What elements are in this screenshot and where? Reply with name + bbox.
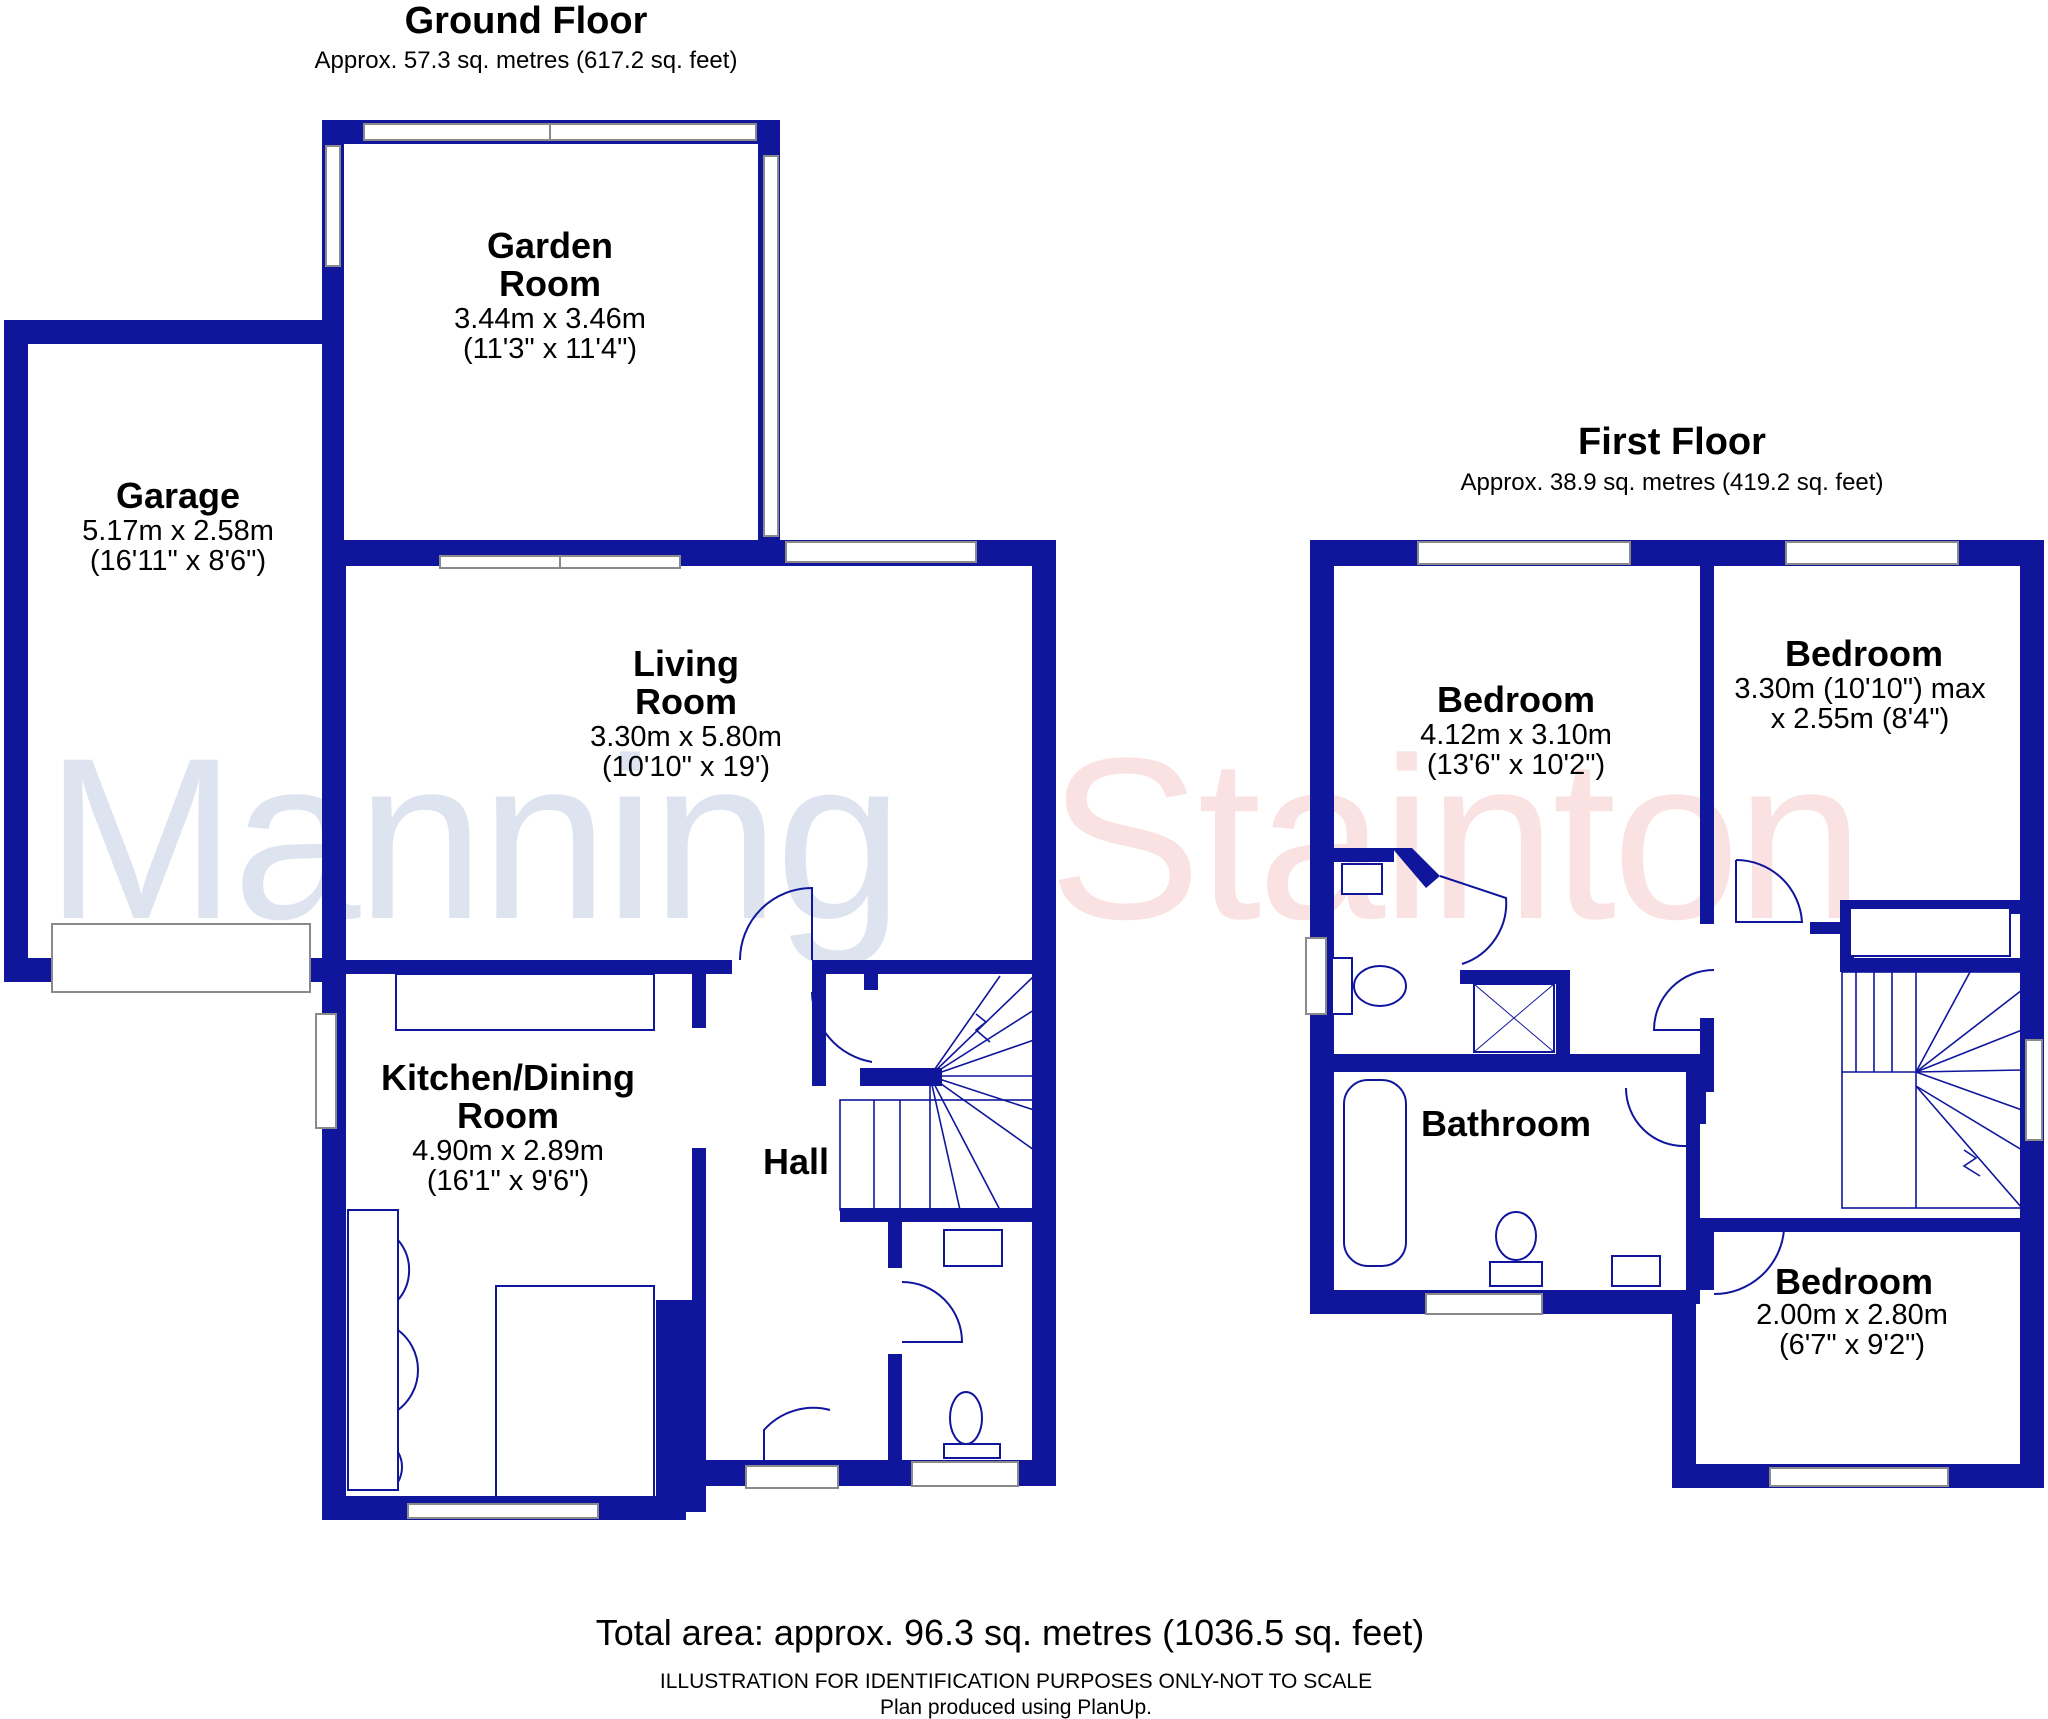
garden-room-window-right	[763, 155, 779, 537]
bathroom-name: Bathroom	[1421, 1103, 1591, 1144]
garage-door	[51, 923, 311, 993]
ensuite-door	[1439, 875, 1508, 965]
bedroom-3-dim-m: 2.00m x 2.80m	[1756, 1299, 1948, 1331]
living-room-window	[785, 541, 977, 563]
bedroom-3-window	[1769, 1467, 1949, 1487]
bedroom-2-door	[1735, 858, 1804, 923]
bedroom-2-dim-ft: x 2.55m (8'4")	[1771, 703, 1950, 735]
garden-room-window-top	[363, 123, 757, 141]
cupboard-door-1	[397, 1239, 411, 1301]
garden-room-name-2: Room	[499, 263, 601, 304]
bedroom-2-window	[1785, 541, 1959, 565]
bedroom-1-dim-ft: (13'6" x 10'2")	[1427, 749, 1605, 781]
footer: Total area: approx. 96.3 sq. metres (103…	[596, 1612, 1424, 1719]
bath-tub	[1343, 1079, 1407, 1267]
kitchen-dim-m: 4.90m x 2.89m	[412, 1135, 604, 1167]
disclaimer: ILLUSTRATION FOR IDENTIFICATION PURPOSES…	[660, 1670, 1372, 1693]
bathroom-basin	[1611, 1255, 1661, 1287]
front-door	[763, 1406, 831, 1464]
ground-floor-stairs	[839, 975, 1035, 1211]
ensuite-toilet	[1353, 965, 1407, 1007]
living-room-name-2: Room	[635, 681, 737, 722]
total-area: Total area: approx. 96.3 sq. metres (103…	[596, 1612, 1424, 1653]
wc-window	[911, 1461, 1019, 1487]
living-room-dim-m: 3.30m x 5.80m	[590, 721, 782, 753]
kitchen-name-2: Room	[457, 1095, 559, 1136]
living-room-dim-ft: (10'10" x 19')	[602, 751, 770, 783]
bedroom-1-door	[1652, 969, 1715, 1031]
garage-dim-ft: (16'11" x 8'6")	[90, 545, 266, 577]
front-door-frame	[745, 1465, 839, 1489]
ground-floor-title: Ground Floor	[405, 0, 648, 42]
ensuite-window	[1305, 937, 1327, 1015]
bedroom-2-name: Bedroom	[1785, 633, 1943, 674]
credit: Plan produced using PlanUp.	[880, 1696, 1152, 1719]
garage-name: Garage	[116, 475, 240, 516]
first-floor-title: First Floor	[1578, 421, 1766, 463]
bedroom-3-name: Bedroom	[1775, 1261, 1933, 1302]
garage-dim-m: 5.17m x 2.58m	[82, 515, 274, 547]
cupboard-door	[811, 991, 873, 1063]
wc-basin	[943, 1229, 1003, 1267]
ground-floor-plan	[4, 120, 1056, 1520]
first-floor-stairs	[1841, 971, 2023, 1209]
bedroom-3-door	[1713, 1229, 1785, 1296]
kitchen-cupboards	[347, 1209, 399, 1491]
first-floor-labels: First Floor Approx. 38.9 sq. metres (419…	[1420, 421, 1986, 1361]
ground-floor-labels: Ground Floor Approx. 57.3 sq. metres (61…	[82, 0, 829, 1197]
first-floor-plan	[1305, 540, 2044, 1488]
kitchen-dim-ft: (16'1" x 9'6")	[427, 1165, 589, 1197]
living-room-door	[739, 886, 813, 961]
bathroom-toilet	[1495, 1211, 1537, 1261]
cupboard-door-3	[397, 1451, 403, 1483]
landing-window	[2025, 1039, 2043, 1141]
cupboard-door-2	[397, 1329, 419, 1411]
kitchen-window-left	[315, 1013, 337, 1129]
garden-room-window-left	[325, 145, 341, 267]
ensuite-basin	[1341, 863, 1383, 895]
bedroom-1-name: Bedroom	[1437, 679, 1595, 720]
living-room-name-1: Living	[633, 643, 739, 684]
bedroom-3-dim-ft: (6'7" x 9'2")	[1779, 1329, 1925, 1361]
ground-floor-area: Approx. 57.3 sq. metres (617.2 sq. feet)	[315, 47, 738, 74]
garden-room-name-1: Garden	[487, 225, 613, 266]
garden-room-dim-ft: (11'3" x 11'4")	[463, 333, 637, 365]
bathroom-door	[1625, 1087, 1687, 1148]
wc-door	[901, 1281, 964, 1343]
kitchen-counter-top	[395, 973, 655, 1031]
landing-cupboard	[1849, 907, 2011, 957]
first-floor-area: Approx. 38.9 sq. metres (419.2 sq. feet)	[1461, 469, 1884, 496]
hall-name: Hall	[763, 1141, 829, 1182]
bedroom-1-dim-m: 4.12m x 3.10m	[1420, 719, 1612, 751]
kitchen-island	[495, 1285, 655, 1501]
wc-toilet	[949, 1391, 983, 1445]
bathroom-window	[1425, 1293, 1543, 1315]
kitchen-window-bottom	[407, 1503, 599, 1519]
bedroom-2-dim-m: 3.30m (10'10") max	[1734, 673, 1986, 705]
bedroom-1-window	[1417, 541, 1631, 565]
watermark-stainton: Stainton	[1048, 710, 1860, 967]
kitchen-name-1: Kitchen/Dining	[381, 1057, 635, 1098]
garden-room-dim-m: 3.44m x 3.46m	[454, 303, 646, 335]
